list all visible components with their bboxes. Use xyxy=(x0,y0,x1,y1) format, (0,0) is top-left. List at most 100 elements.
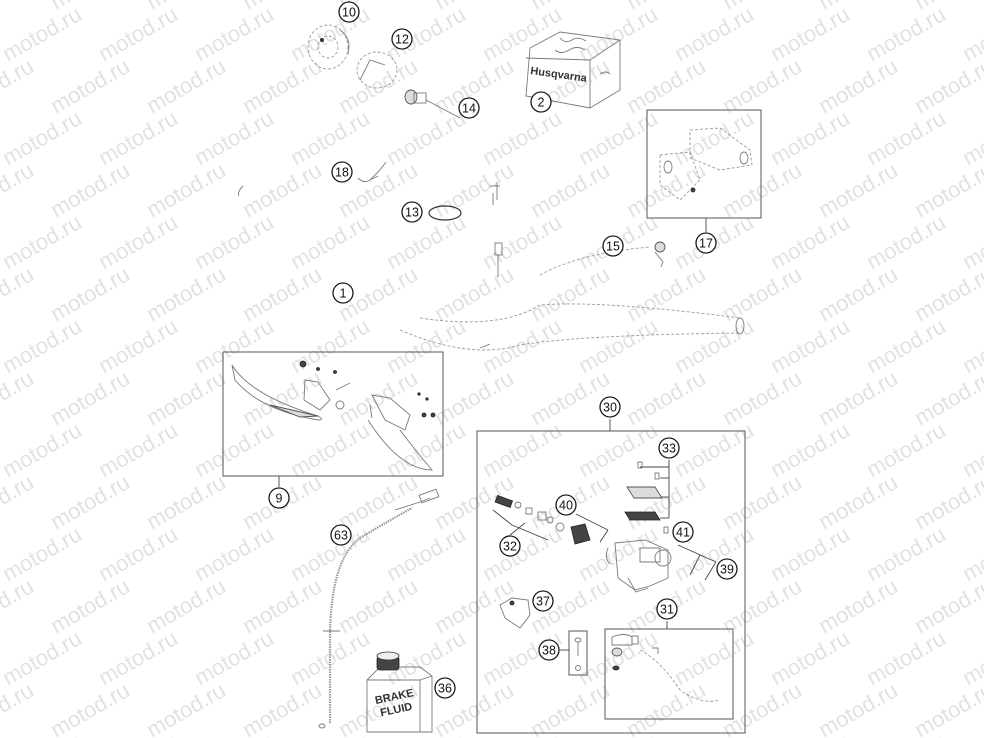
watermark-text: motod.ru xyxy=(574,729,662,738)
callout-number: 18 xyxy=(335,166,349,180)
callout-39: 39 xyxy=(716,558,738,580)
watermark-text: motod.ru xyxy=(286,729,374,738)
callout-number: 31 xyxy=(660,603,674,617)
watermark-text: motod.ru xyxy=(718,365,806,430)
callout-circle xyxy=(532,590,554,612)
callout-number: 2 xyxy=(538,96,545,110)
callout-number: 1 xyxy=(340,287,347,301)
watermark-text: motod.ru xyxy=(142,261,230,326)
watermark-text: motod.ru xyxy=(46,157,134,222)
watermark-text: motod.ru xyxy=(814,573,902,638)
part-brake-fluid-can: BRAKE FLUID xyxy=(366,651,433,733)
watermark-text: motod.ru xyxy=(142,677,230,738)
watermark-text: motod.ru xyxy=(286,209,374,274)
part-screw xyxy=(490,182,500,205)
watermark-text: motod.ru xyxy=(0,365,38,430)
watermark-text: motod.ru xyxy=(622,261,710,326)
part-handlebar xyxy=(399,303,745,351)
callout-number: 9 xyxy=(276,492,283,506)
watermark-text: motod.ru xyxy=(46,469,134,534)
watermark-text: motod.ru xyxy=(766,521,854,586)
part-cable xyxy=(539,241,666,276)
watermark-text: motod.ru xyxy=(766,417,854,482)
callout-circle xyxy=(391,28,413,50)
watermark-text: motod.ru xyxy=(190,105,278,170)
part-throttle-tube xyxy=(404,89,461,119)
watermark-text: motod.ru xyxy=(382,209,470,274)
watermark-text: motod.ru xyxy=(94,417,182,482)
watermark-text: motod.ru xyxy=(814,157,902,222)
watermark-text: motod.ru xyxy=(862,729,950,738)
watermark-text: motod.ru xyxy=(814,365,902,430)
watermark-text: motod.ru xyxy=(0,261,38,326)
watermark-text: motod.ru xyxy=(958,729,984,738)
watermark-text: motod.ru xyxy=(0,209,86,274)
watermark-text: motod.ru xyxy=(94,521,182,586)
watermark-text: motod.ru xyxy=(190,209,278,274)
watermark-text: motod.ru xyxy=(0,625,86,690)
watermark-text: motod.ru xyxy=(190,1,278,66)
callout-circle xyxy=(530,91,552,113)
watermark-text: motod.ru xyxy=(622,53,710,118)
watermark-text: motod.ru xyxy=(0,469,38,534)
watermark-text: motod.ru xyxy=(814,677,902,738)
callout-9: 9 xyxy=(268,487,290,509)
watermark-text: motod.ru xyxy=(334,573,422,638)
watermark-text: motod.ru xyxy=(46,677,134,738)
callout-63: 63 xyxy=(330,524,352,546)
watermark-text: motod.ru xyxy=(190,729,278,738)
watermark-text: motod.ru xyxy=(862,105,950,170)
watermark-text: motod.ru xyxy=(622,677,710,738)
callout-number: 33 xyxy=(662,442,676,456)
watermark-text: motod.ru xyxy=(286,417,374,482)
watermark-text: motod.ru xyxy=(94,105,182,170)
master-cylinder-frame xyxy=(476,419,746,734)
watermark-text: motod.ru xyxy=(910,157,984,222)
handguard-kit-frame xyxy=(222,351,444,487)
watermark-text: motod.ru xyxy=(574,313,662,378)
callout-14: 14 xyxy=(458,97,480,119)
watermark-text: motod.ru xyxy=(382,417,470,482)
watermark-text: motod.ru xyxy=(334,469,422,534)
callout-circle xyxy=(338,1,360,23)
watermark-text: motod.ru xyxy=(670,105,758,170)
callout-12: 12 xyxy=(391,28,413,50)
part-o-ring xyxy=(428,205,462,221)
watermark-text: motod.ru xyxy=(46,261,134,326)
callout-circle xyxy=(331,161,353,183)
callout-33: 33 xyxy=(658,437,680,459)
watermark-text: motod.ru xyxy=(94,729,182,738)
watermark-text: motod.ru xyxy=(94,625,182,690)
callout-circle xyxy=(658,437,680,459)
watermark-text: motod.ru xyxy=(910,261,984,326)
callout-circle xyxy=(716,558,738,580)
watermark-text: motod.ru xyxy=(718,157,806,222)
watermark-text: motod.ru xyxy=(238,157,326,222)
callout-circle xyxy=(672,521,694,543)
watermark-text: motod.ru xyxy=(286,313,374,378)
watermark-text: motod.ru xyxy=(238,365,326,430)
callout-number: 40 xyxy=(559,499,573,513)
part-throttle-housing xyxy=(307,24,350,70)
callout-30: 30 xyxy=(599,396,621,418)
watermark-text: motod.ru xyxy=(574,1,662,66)
watermark-text: motod.ru xyxy=(190,625,278,690)
watermark-text: motod.ru xyxy=(862,1,950,66)
watermark-text: motod.ru xyxy=(142,573,230,638)
watermark-text: motod.ru xyxy=(94,313,182,378)
grip-kit-frame xyxy=(646,109,762,232)
callout-number: 32 xyxy=(503,540,517,554)
watermark-text: motod.ru xyxy=(766,105,854,170)
watermark-text: motod.ru xyxy=(814,53,902,118)
watermark-text: motod.ru xyxy=(142,469,230,534)
part-adjuster-bolt xyxy=(494,242,503,277)
watermark-text: motod.ru xyxy=(0,573,38,638)
callout-circle xyxy=(330,524,352,546)
watermark-text: motod.ru xyxy=(382,729,470,738)
callout-number: 41 xyxy=(676,526,690,540)
callout-37: 37 xyxy=(532,590,554,612)
callout-15: 15 xyxy=(602,235,624,257)
callout-circle xyxy=(268,487,290,509)
